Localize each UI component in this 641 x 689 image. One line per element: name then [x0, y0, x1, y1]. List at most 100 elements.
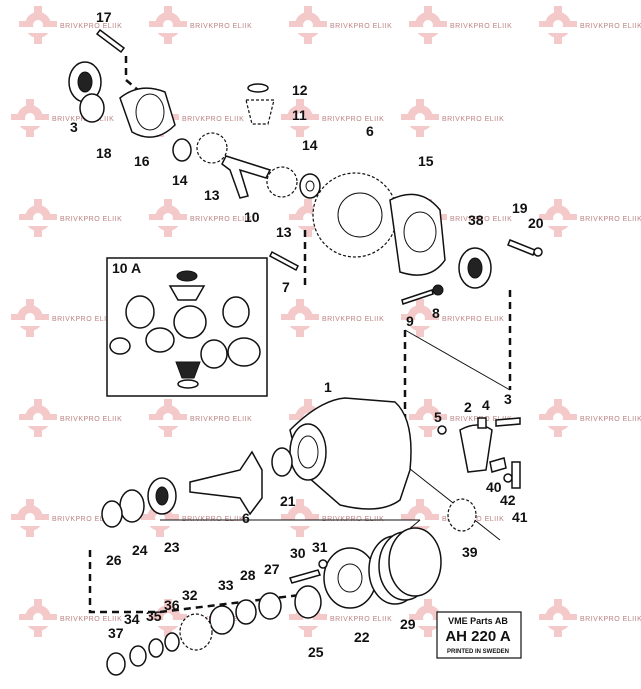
callout-40: 40: [486, 479, 502, 495]
circlip-37: [106, 652, 126, 676]
axle-housing-1: [289, 397, 412, 510]
callout-29: 29: [400, 616, 416, 632]
assembly-dash-left: [88, 550, 160, 614]
callout-37: 37: [108, 625, 124, 641]
callout-13: 13: [276, 224, 292, 240]
flange-nut-32: [179, 613, 213, 651]
washer-31: [318, 559, 328, 569]
watermark-text: BRIVKPRO ELIIK: [60, 23, 122, 30]
adjusting-ring-39: [447, 498, 477, 532]
inset-10a: [106, 257, 268, 397]
callout-42: 42: [500, 492, 516, 508]
watermark-text: BRIVKPRO ELIIK: [330, 23, 392, 30]
callout-18: 18: [96, 145, 112, 161]
callout-30: 30: [290, 545, 306, 561]
vme-parts-plate: VME Parts AB AH 220 A PRINTED IN SWEDEN: [436, 611, 522, 659]
callout-33: 33: [218, 577, 234, 593]
callout-14: 14: [302, 137, 318, 153]
watermark-text: BRIVKPRO ELIIK: [60, 616, 122, 623]
watermark-text: BRIVKPRO ELIIK: [450, 23, 512, 30]
watermark-logo: BRIVKPRO ELIIK: [279, 99, 384, 137]
callout-3: 3: [70, 119, 78, 135]
washer-28: [235, 599, 257, 625]
watermark-logo: BRIVKPRO ELIIK: [9, 299, 114, 337]
callout-7: 7: [282, 279, 290, 295]
ring-27: [258, 592, 282, 620]
callout-9: 9: [406, 313, 414, 329]
watermark-logo: BRIVKPRO ELIIK: [279, 299, 384, 337]
watermark-text: BRIVKPRO ELIIK: [442, 116, 504, 123]
callout-2: 2: [464, 399, 472, 415]
callout-34: 34: [124, 611, 140, 627]
callout-21: 21: [280, 493, 296, 509]
bearing-18: [79, 93, 105, 123]
side-gear-13b: [266, 166, 298, 198]
callout-10: 10: [244, 209, 260, 225]
callout-12: 12: [292, 82, 308, 98]
screw-41: [511, 461, 521, 489]
watermark-text: BRIVKPRO ELIIK: [580, 216, 641, 223]
callout-4: 4: [482, 397, 490, 413]
watermark-text: BRIVKPRO ELIIK: [60, 216, 122, 223]
crown-wheel-6: [312, 172, 398, 258]
watermark-text: BRIVKPRO ELIIK: [450, 216, 512, 223]
lock-40: [489, 457, 507, 473]
callout-28: 28: [240, 567, 256, 583]
watermark-text: BRIVKPRO ELIIK: [190, 216, 252, 223]
washer-12: [247, 83, 269, 93]
shim-33: [209, 605, 235, 635]
watermark-logo: BRIVKPRO ELIIK: [17, 599, 122, 637]
callout-41: 41: [512, 509, 528, 525]
watermark-logo: BRIVKPRO ELIIK: [9, 499, 114, 537]
washer-35: [148, 638, 164, 658]
spider-cross-10: [221, 155, 272, 199]
diff-housing-15: [389, 193, 446, 276]
brake-disc-29c: [388, 527, 442, 597]
callout-14: 14: [172, 172, 188, 188]
watermark-logo: BRIVKPRO ELIIK: [399, 99, 504, 137]
watermark-text: BRIVKPRO ELIIK: [442, 316, 504, 323]
callout-38: 38: [468, 212, 484, 228]
assembly-dash-right: [403, 290, 512, 420]
callout-17: 17: [96, 9, 112, 25]
callout-11: 11: [292, 107, 307, 123]
watermark-text: BRIVKPRO ELIIK: [190, 416, 252, 423]
bolt-30: [288, 569, 322, 584]
inset-label: 10 A: [112, 260, 141, 276]
washer-36: [164, 632, 180, 652]
bearing-race-3-inner: [77, 71, 93, 93]
drive-pinion-6: [189, 450, 263, 516]
watermark-text: BRIVKPRO ELIIK: [60, 416, 122, 423]
thrust-washer-14a: [172, 138, 192, 162]
watermark-text: BRIVKPRO ELIIK: [580, 23, 641, 30]
callout-27: 27: [264, 561, 280, 577]
watermark-logo: BRIVKPRO ELIIK: [147, 399, 252, 437]
watermark-logo: BRIVKPRO ELIIK: [17, 399, 122, 437]
watermark-text: BRIVKPRO ELIIK: [322, 316, 384, 323]
callout-39: 39: [462, 544, 478, 560]
plate-code: AH 220 A: [445, 628, 510, 645]
callout-35: 35: [146, 608, 162, 624]
watermark-logo: BRIVKPRO ELIIK: [399, 299, 504, 337]
assembly-dash-top: [124, 56, 151, 101]
plate-subtitle: PRINTED IN SWEDEN: [447, 649, 509, 655]
watermark-text: BRIVKPRO ELIIK: [330, 616, 392, 623]
callout-6: 6: [366, 123, 374, 139]
callout-6: 6: [242, 510, 250, 526]
axis-lines: [160, 329, 511, 597]
watermark-text: BRIVKPRO ELIIK: [580, 616, 641, 623]
callout-5: 5: [434, 409, 442, 425]
callout-25: 25: [308, 644, 324, 660]
plate-title: VME Parts AB: [448, 616, 508, 626]
watermark-logo: BRIVKPRO ELIIK: [9, 99, 114, 137]
bearing-cap-2: [459, 424, 493, 473]
watermark-text: BRIVKPRO ELIIK: [52, 516, 114, 523]
watermark-text: BRIVKPRO ELIIK: [182, 116, 244, 123]
callout-23: 23: [164, 539, 180, 555]
callout-20: 20: [528, 215, 544, 231]
callout-26: 26: [106, 552, 122, 568]
watermark-logo: BRIVKPRO ELIIK: [147, 199, 252, 237]
nut-20: [533, 247, 543, 257]
